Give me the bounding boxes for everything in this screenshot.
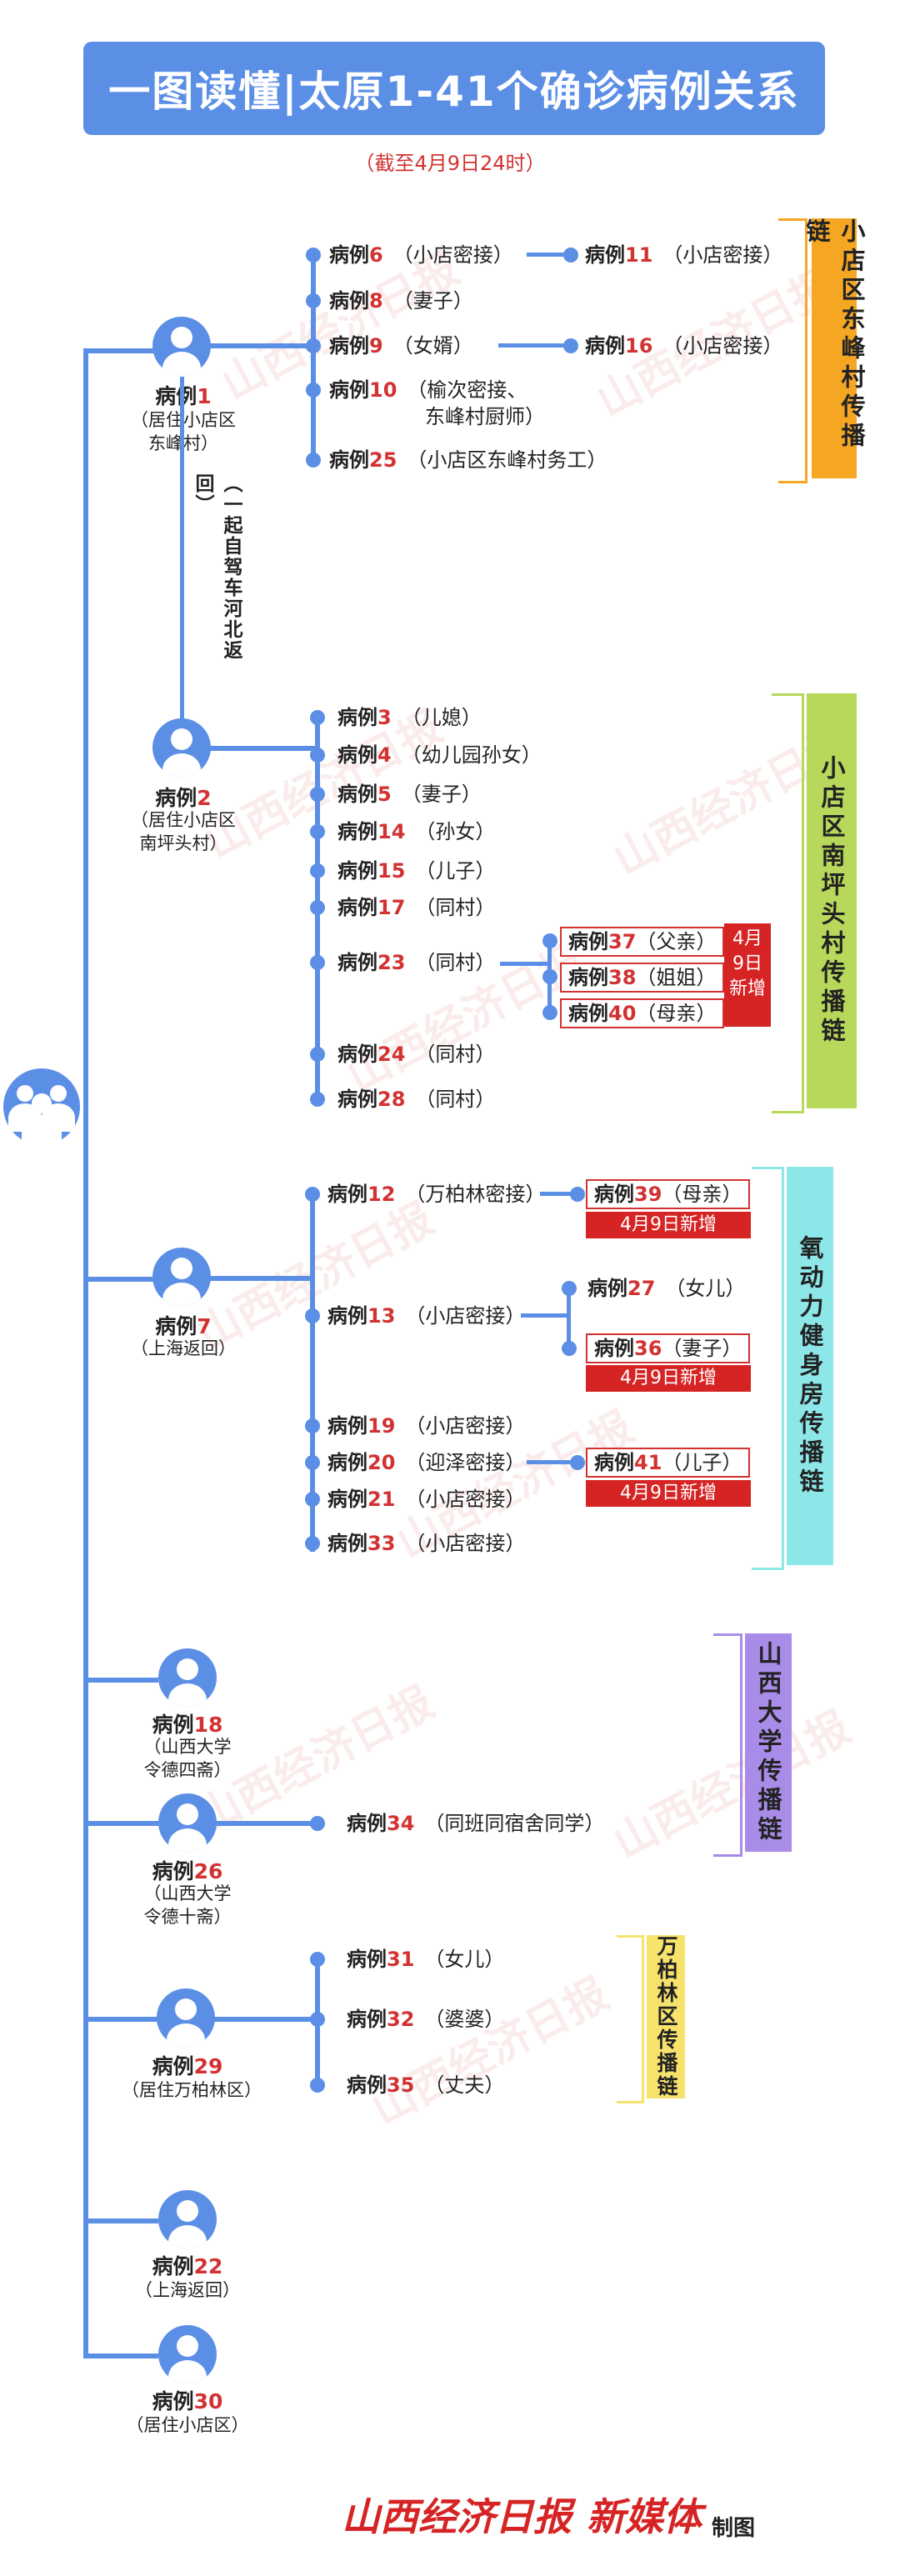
case-21: 病例21（小店密接） [328,1488,526,1511]
case-41: 病例41（儿子） [586,1448,751,1478]
case-36: 病例36（妻子） [586,1333,751,1363]
connector-note: （一起自驾车河北返回） [188,473,245,690]
case-6: 病例6（小店密接） [329,243,513,267]
case-10: 病例10（榆次密接、 [329,378,528,402]
main-case-22-label: 病例22 [152,2254,223,2278]
case-33: 病例33（小店密接） [328,1532,526,1555]
chain-label-4: 山西大学传播链 [745,1633,792,1852]
main-case-7-note: （上海返回） [131,1338,236,1358]
chain-label-2: 小店区南坪头村传播链 [807,693,857,1108]
publisher-media: 新媒体 [587,2494,702,2539]
publisher-logo: 山西经济日报 [342,2494,572,2539]
date-note: （截至4月9日24时） [354,152,546,175]
made-by-label: 制图 [712,2516,756,2541]
new-added-tag: 4月 9日 新增 [724,923,771,1027]
case-11: 病例11（小店密接） [585,243,783,267]
footer-credit: 山西经济日报 新媒体 制图 [342,2492,755,2542]
main-case-29-label: 病例29 [152,2054,223,2078]
trunk-line [83,348,88,2356]
chain-label-5: 万柏林区传播链 [647,1935,685,2098]
case-38: 病例38（姐姐） [560,963,725,993]
main-case-18-label: 病例18 [152,1713,223,1737]
main-case-2-label: 病例2 [155,786,212,810]
new-added-tag: 4月9日新增 [586,1365,751,1392]
case-3: 病例3（儿媳） [338,706,482,729]
main-case-29-note: （居住万柏林区） [122,2080,262,2100]
case-9: 病例9（女婿） [329,334,473,358]
chain-label-3: 氧动力健身房传播链 [787,1167,833,1565]
new-added-tag: 4月9日新增 [586,1480,751,1507]
case-40: 病例40（母亲） [560,998,725,1028]
case-17: 病例17（同村） [338,896,496,919]
case-23: 病例23（同村） [338,951,496,974]
case-14: 病例14（孙女） [338,820,496,843]
case-19: 病例19（小店密接） [328,1414,526,1438]
main-case-26-label: 病例26 [152,1859,223,1883]
case-12: 病例12（万柏林密接） [328,1183,546,1206]
avatar [152,1248,211,1306]
case-35: 病例35（丈夫） [347,2073,505,2097]
main-case-30-note: （居住小店区） [126,2415,249,2435]
case-13: 病例13（小店密接） [328,1304,526,1328]
main-case-22-note: （上海返回） [135,2280,240,2300]
main-case-7-label: 病例7 [155,1314,212,1338]
chain-label-1: 小店区东峰村传播链 [802,218,866,478]
new-added-tag: 4月9日新增 [586,1212,751,1238]
watermark: 山西经济日报 [363,1968,618,2136]
case-39: 病例39（母亲） [586,1179,751,1209]
main-case-18-note: （山西大学令德四斋） [143,1737,232,1780]
case-5: 病例5（妻子） [338,783,482,806]
case-10-note: 东峰村厨师） [425,405,545,428]
case-15: 病例15（儿子） [338,859,496,883]
case-34: 病例34（同班同宿舍同学） [347,1812,605,1835]
avatar [158,1648,217,1707]
main-case-1-label: 病例1 [155,384,212,408]
case-31: 病例31（女儿） [347,1948,505,1971]
case-27: 病例27（女儿） [588,1277,746,1300]
case-25: 病例25（小店区东峰村务工） [329,448,608,472]
case-8: 病例8（妻子） [329,289,473,313]
main-case-2-note: （居住小店区南坪头村） [131,810,236,853]
page-title: 一图读懂|太原1-41个确诊病例关系 [83,42,825,135]
avatar [158,2190,217,2248]
avatar [157,1988,215,2047]
avatar [158,1793,217,1852]
avatar [152,718,211,777]
case-37: 病例37（父亲） [560,927,725,957]
main-case-30-label: 病例30 [152,2389,223,2413]
case-32: 病例32（婆婆） [347,2008,505,2031]
case-28: 病例28（同村） [338,1088,496,1111]
main-case-26-note: （山西大学令德十斋） [143,1883,232,1927]
case-20: 病例20（迎泽密接） [328,1451,526,1474]
group-icon [3,1068,80,1148]
avatar [158,2325,217,2383]
case-24: 病例24（同村） [338,1043,496,1066]
case-16: 病例16（小店密接） [585,334,783,358]
avatar [152,317,211,375]
case-4: 病例4（幼儿园孙女） [338,743,542,767]
